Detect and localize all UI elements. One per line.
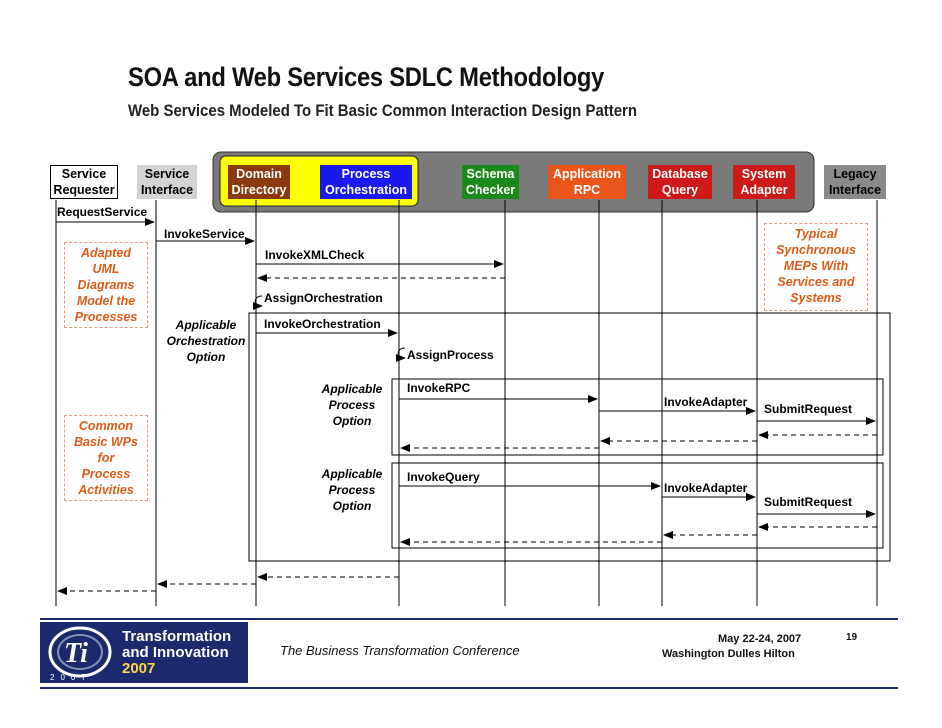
logo-line-2: and Innovation [122,644,229,661]
lifelines [55,200,878,606]
page-title: SOA and Web Services SDLC Methodology [128,62,605,92]
label-invoke-adapter-2: InvokeAdapter [664,481,748,495]
self-call-assign-orchestration [252,295,263,310]
label-invoke-orchestration: InvokeOrchestration [264,317,381,331]
label-assign-process: AssignProcess [407,348,494,362]
footer-band [40,618,898,689]
ti-logo-icon: Ti 2007 [48,626,112,682]
option-process-2: Applicable Process Option [321,467,383,513]
label-submit-request-2: SubmitRequest [764,495,853,509]
label-submit-request-1: SubmitRequest [764,402,853,416]
logo-year: 2007 [122,660,156,677]
page-number: 19 [846,632,858,643]
footer-logo-panel: Ti 2007 Transformation and Innovation 20… [40,622,248,683]
note-typical-meps: Typical Synchronous MEPs With Services a… [764,223,868,311]
label-invoke-query: InvokeQuery [407,470,480,484]
label-invoke-rpc: InvokeRPC [407,381,471,395]
logo-line-1: Transformation [122,628,232,645]
label-invoke-service: InvokeService [164,227,245,241]
option-orchestration: Applicable Orchestration Option [166,318,246,364]
footer-date: May 22-24, 2007 [718,633,802,645]
self-call-assign-process [395,347,406,362]
note-adapted-uml: Adapted UML Diagrams Model the Processes [64,242,148,328]
label-invoke-adapter-1: InvokeAdapter [664,395,748,409]
label-assign-orchestration: AssignOrchestration [264,291,383,305]
label-invoke-xml-check: InvokeXMLCheck [265,248,365,262]
svg-text:Ti: Ti [64,638,88,669]
option-process-1: Applicable Process Option [321,382,383,428]
orchestration-frame [248,312,891,562]
label-request-service: RequestService [57,205,148,219]
footer-conference: The Business Transformation Conference [280,643,520,658]
process-frame-1 [391,378,884,456]
page-subtitle: Web Services Modeled To Fit Basic Common… [128,101,638,120]
footer-location: Washington Dulles Hilton [662,648,795,660]
note-common-wps: Common Basic WPs for Process Activities [64,415,148,501]
svg-text:2007: 2007 [50,673,92,682]
process-frame-2 [391,462,884,549]
